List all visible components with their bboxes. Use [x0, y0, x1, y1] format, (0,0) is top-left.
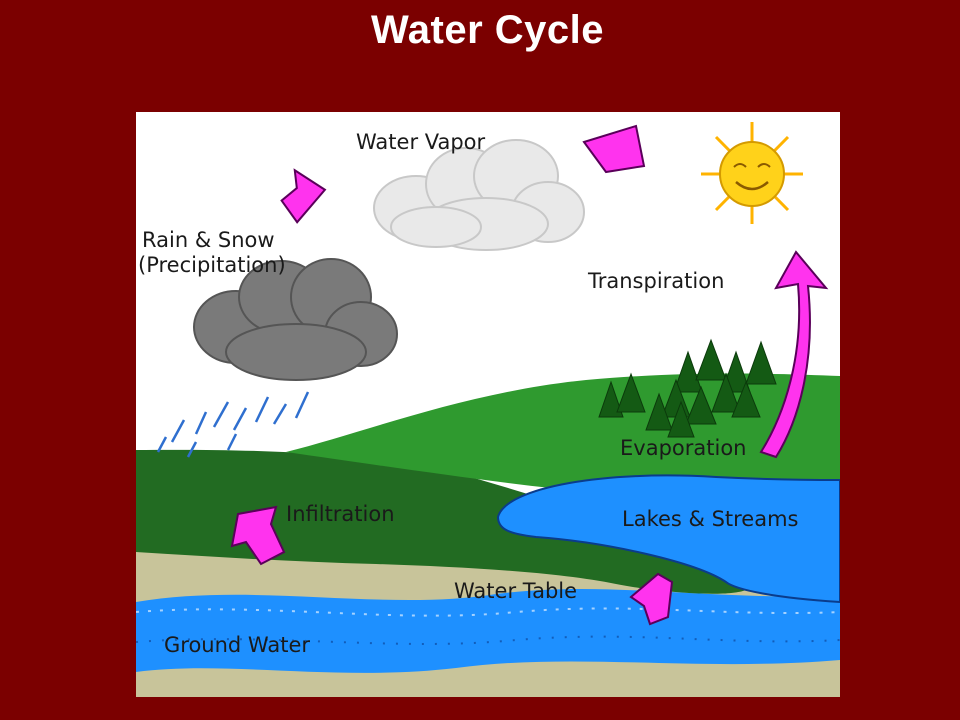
forest	[598, 338, 777, 438]
ground-water-label: Ground Water	[164, 633, 310, 657]
water-table-arrow-icon	[629, 572, 674, 626]
sun-icon	[701, 122, 803, 224]
lakes-streams-label: Lakes & Streams	[622, 507, 799, 531]
vapor-cloud	[373, 139, 585, 251]
cycle-arrows	[230, 124, 829, 626]
dark-green-hill	[136, 449, 746, 594]
water-vapor-label: Water Vapor	[356, 130, 486, 154]
rain-drops	[156, 391, 310, 458]
slide-title: Water Cycle	[371, 8, 604, 52]
lake	[496, 474, 840, 604]
evaporation-label: Evaporation	[620, 436, 746, 460]
diagram-canvas: Water Vapor Rain & Snow (Precipitation) …	[136, 122, 840, 697]
water-cycle-diagram: Water Vapor Rain & Snow (Precipitation) …	[136, 112, 840, 697]
rain-cloud	[193, 258, 398, 381]
rain-snow-label: Rain & Snow	[142, 228, 275, 252]
arrow-down-left-icon	[280, 168, 327, 224]
arrow-up-icon	[759, 250, 829, 459]
transpiration-label: Transpiration	[587, 269, 724, 293]
precipitation-label: (Precipitation)	[138, 253, 286, 277]
water-table-label: Water Table	[454, 579, 577, 603]
arrow-left-icon	[582, 124, 646, 174]
infiltration-label: Infiltration	[286, 502, 395, 526]
infiltration-arrow-icon	[230, 505, 286, 566]
